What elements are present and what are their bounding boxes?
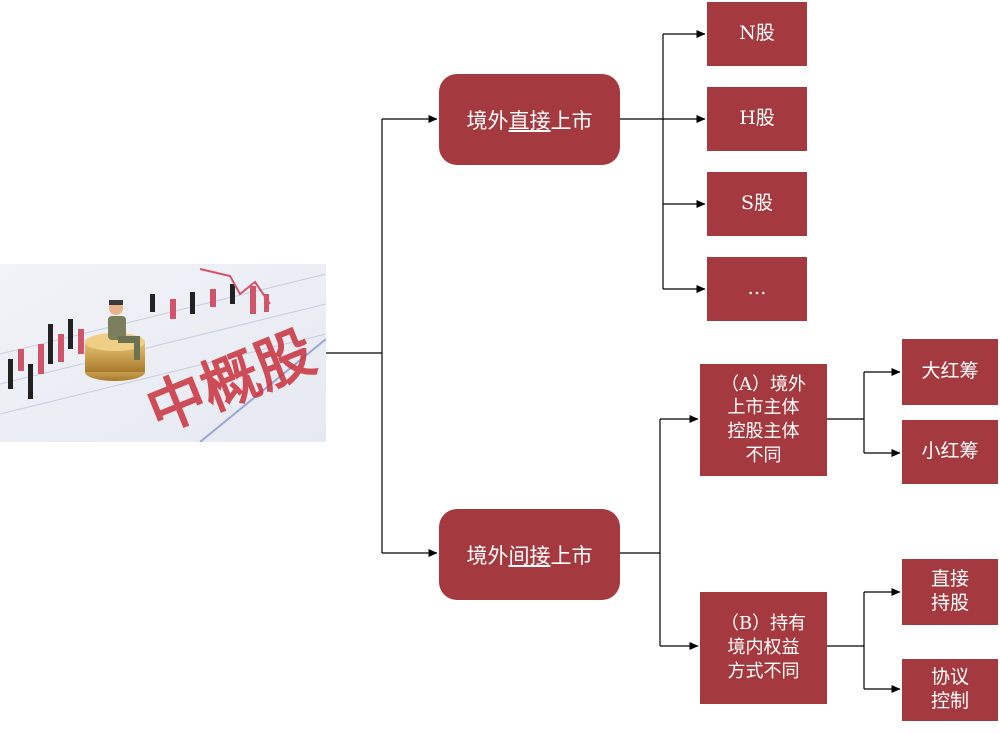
direct-listing-label: 境外直接上市	[466, 108, 593, 133]
h-share-box: H股	[707, 87, 807, 151]
branch-b-box: （B）持有 境内权益 方式不同	[700, 592, 827, 704]
n-share-box: N股	[707, 2, 807, 66]
direct-holding-box: 直接持股	[902, 559, 998, 625]
large-red-chip-box: 大红筹	[902, 339, 998, 405]
china-concept-stock-photo: 中概股	[0, 264, 326, 442]
indirect-listing-label: 境外间接上市	[466, 543, 593, 568]
s-share-box: S股	[707, 172, 807, 236]
small-red-chip-box: 小红筹	[902, 420, 998, 484]
direct-listing-box: 境外直接上市	[439, 74, 620, 165]
vie-control-box: 协议控制	[902, 659, 998, 721]
photo-illustration: 中概股	[0, 264, 326, 442]
figurine-icon	[108, 300, 140, 360]
indirect-listing-box: 境外间接上市	[439, 509, 620, 600]
branch-a-box: （A）境外 上市主体 控股主体 不同	[700, 364, 827, 476]
more-share-types-box: …	[707, 257, 807, 321]
